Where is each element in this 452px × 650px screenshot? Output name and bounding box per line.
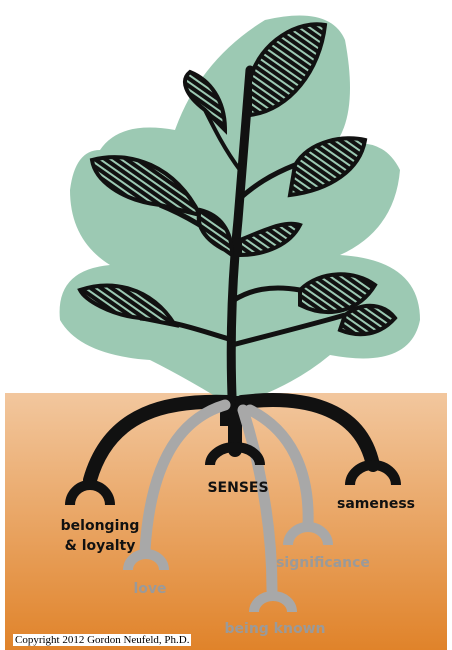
label-being-known: being known — [225, 621, 326, 637]
label-significance: significance — [276, 555, 370, 571]
label-loyalty: & loyalty — [65, 538, 136, 554]
label-love: love — [133, 581, 166, 597]
label-belonging: belonging — [61, 518, 140, 534]
label-sameness: sameness — [337, 496, 415, 512]
label-senses: SENSES — [207, 480, 268, 496]
copyright-notice: Copyright 2012 Gordon Neufeld, Ph.D. — [13, 634, 191, 646]
